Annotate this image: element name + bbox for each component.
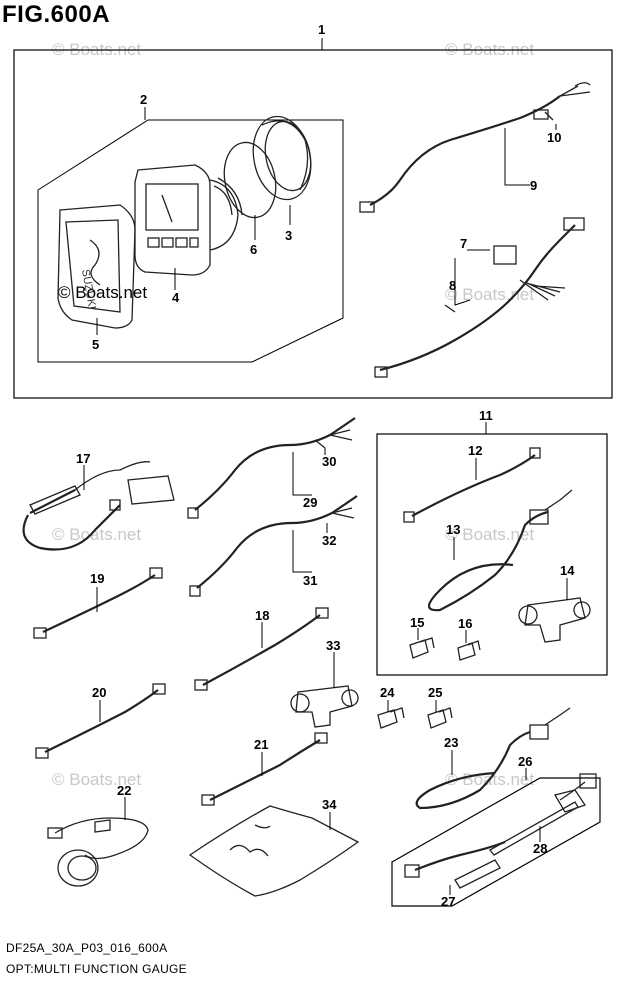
leader (292, 452, 312, 496)
cable-12-part (403, 447, 541, 523)
callout-9: 9 (530, 178, 537, 193)
callout-34: 34 (322, 797, 337, 812)
callout-1: 1 (318, 22, 325, 37)
nut-ring-part (252, 115, 312, 201)
harness-27-part (404, 773, 597, 889)
callout-25: 25 (428, 685, 442, 700)
kit-box-11 (376, 433, 608, 676)
callout-11: 11 (479, 408, 493, 423)
terminator-24-part (377, 707, 405, 729)
harness-31-part (189, 495, 358, 597)
callout-10: 10 (547, 130, 561, 145)
terminator-25-part (427, 707, 453, 729)
bag-34-part (188, 805, 360, 897)
terminator-15-part (409, 637, 435, 659)
callout-5: 5 (92, 337, 99, 352)
gauge-group-outline (37, 119, 344, 363)
callout-2: 2 (140, 92, 147, 107)
leader (292, 530, 312, 573)
harness-29-part (187, 417, 356, 519)
o-ring-part (223, 141, 277, 219)
callout-24: 24 (380, 685, 395, 700)
callout-6: 6 (250, 242, 257, 257)
terminator-16-part (457, 640, 481, 661)
callout-22: 22 (117, 783, 131, 798)
leader (504, 128, 530, 186)
callout-7: 7 (460, 236, 467, 251)
cable-20-part (35, 683, 166, 759)
callout-15: 15 (410, 615, 424, 630)
t-connector-14-part (518, 597, 591, 643)
cable-21-part (201, 732, 328, 806)
sensor-22-part (47, 817, 149, 887)
callout-21: 21 (254, 737, 268, 752)
harness-9-part (359, 82, 591, 213)
callout-26: 26 (518, 754, 532, 769)
callout-labels: 1 2 3 4 5 6 7 8 9 10 11 12 13 14 15 16 1… (76, 22, 575, 909)
callout-13: 13 (446, 522, 460, 537)
diagram-code: DF25A_30A_P03_016_600A (6, 941, 168, 955)
callout-14: 14 (560, 563, 575, 578)
watermark: © Boats.net (445, 525, 534, 544)
gauge-cover-part: SUZUKI (57, 204, 136, 329)
callout-31: 31 (303, 573, 317, 588)
callout-12: 12 (468, 443, 482, 458)
cable-19-part (33, 567, 163, 639)
callout-18: 18 (255, 608, 269, 623)
callout-17: 17 (76, 451, 90, 466)
callout-3: 3 (285, 228, 292, 243)
callout-33: 33 (326, 638, 340, 653)
cable-tie-28-part (489, 801, 579, 856)
gauge-body-part (134, 164, 243, 276)
diagram-subtitle: OPT:MULTI FUNCTION GAUGE (6, 962, 187, 976)
figure-title: FIG.600A (2, 1, 111, 28)
callout-19: 19 (90, 571, 104, 586)
t-connector-33-part (290, 685, 359, 728)
cable-23-part (415, 707, 571, 810)
watermarks: © Boats.net © Boats.net © Boats.net © Bo… (52, 40, 534, 789)
callout-8: 8 (449, 278, 456, 293)
callout-29: 29 (303, 495, 317, 510)
kit-box-1 (13, 49, 613, 399)
callout-16: 16 (458, 616, 472, 631)
watermark: © Boats.net (52, 770, 141, 789)
callout-30: 30 (322, 454, 336, 469)
leader (454, 258, 471, 306)
watermark-dark: © Boats.net (58, 283, 147, 302)
harness-7-part (374, 217, 585, 378)
watermark: © Boats.net (52, 525, 141, 544)
callout-28: 28 (533, 841, 547, 856)
callout-4: 4 (172, 290, 180, 305)
callout-23: 23 (444, 735, 458, 750)
callout-27: 27 (441, 894, 455, 909)
cable-18-part (194, 607, 329, 691)
cable-17-part (22, 461, 175, 551)
callout-32: 32 (322, 533, 336, 548)
kit-box-26 (391, 777, 601, 907)
cable-13-part (427, 489, 573, 612)
callout-20: 20 (92, 685, 106, 700)
